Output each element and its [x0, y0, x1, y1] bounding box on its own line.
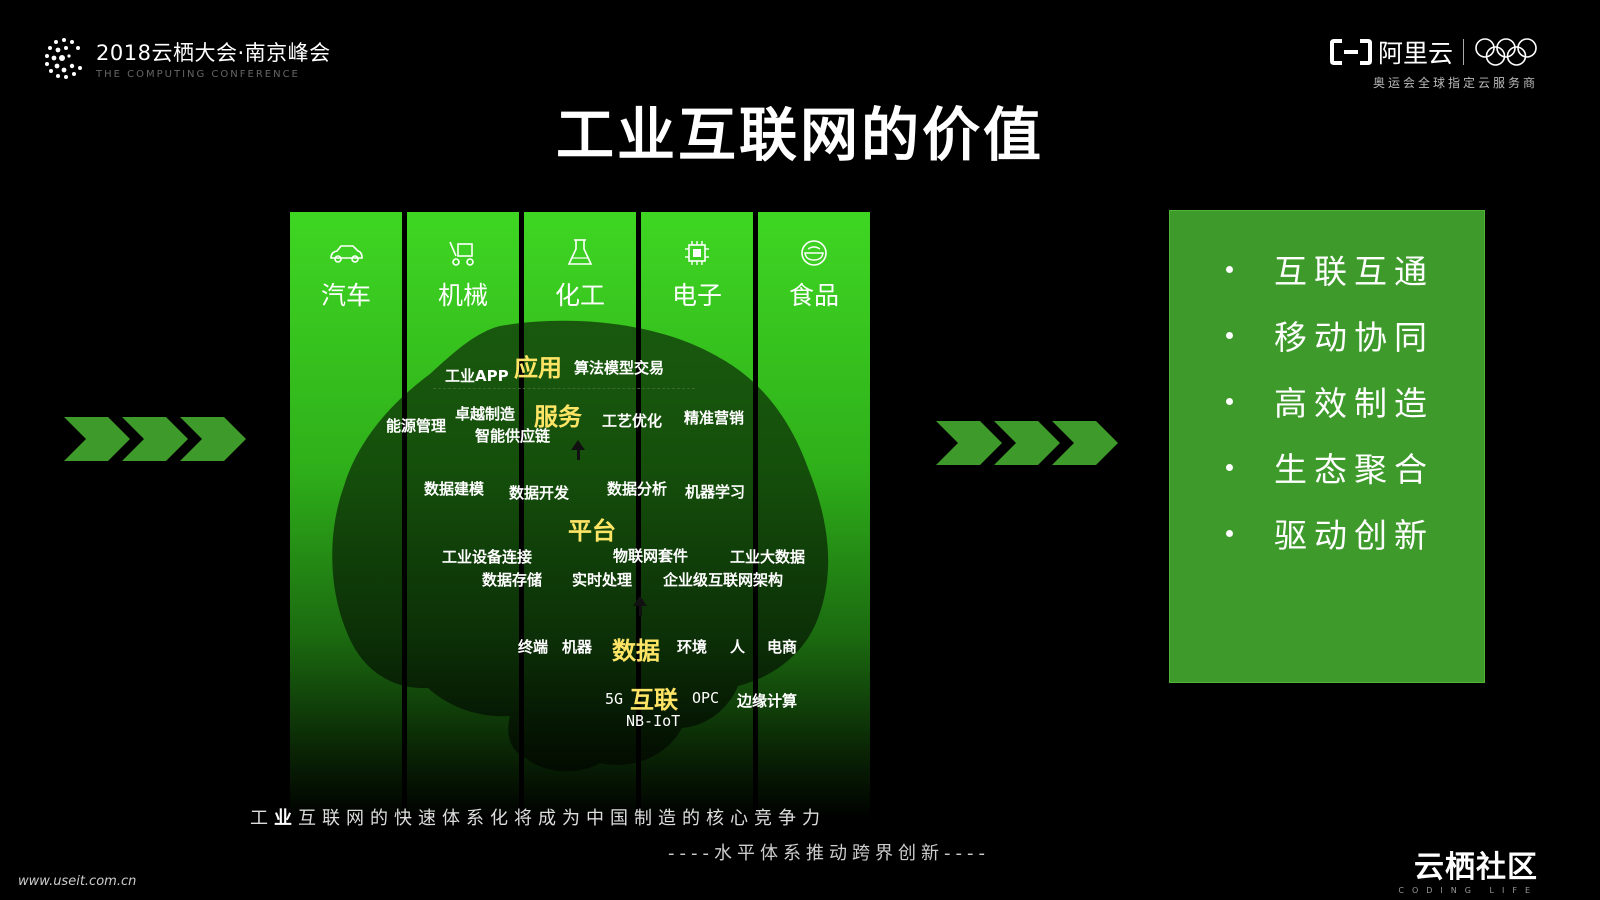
platform-item: 工业大数据: [730, 548, 806, 566]
benefit-item: 互联互通: [1170, 249, 1484, 291]
industry-label: 机械: [437, 281, 488, 310]
industry-label: 化工: [554, 281, 605, 310]
output-chevrons-icon: [936, 421, 1118, 465]
sponsor-name: 阿里云: [1377, 39, 1453, 68]
platform-item: 物联网套件: [613, 547, 689, 565]
community-name: 云栖社区: [1414, 850, 1538, 885]
data-item: 电商: [767, 638, 798, 656]
page-title: 工业互联网的价值: [555, 101, 1044, 169]
bullet-icon: [1226, 397, 1233, 405]
benefit-text: 高效制造: [1274, 384, 1434, 423]
platform-item: 企业级互联网架构: [663, 571, 784, 589]
conference-brand: 2018云栖大会·南京峰会 THE COMPUTING CONFERENCE: [42, 36, 331, 80]
service-up-arrow-icon: [571, 440, 585, 460]
brain-silhouette: [332, 320, 829, 772]
aliyun-logo-icon: [1329, 39, 1372, 65]
benefit-item: 移动协同: [1170, 315, 1484, 357]
layer-title-connectivity: 互联: [630, 686, 678, 714]
benefit-text: 移动协同: [1274, 318, 1434, 357]
bullet-icon: [1226, 463, 1233, 471]
flask-icon: [567, 239, 593, 265]
service-item: 能源管理: [386, 417, 447, 435]
application-divider: [433, 388, 695, 389]
data-item: 机器: [562, 638, 593, 656]
footer-statement: 工业互联网的快速体系化将成为中国制造的核心竞争力: [250, 804, 826, 830]
footer-statement-post: 互联网的快速体系化将成为中国制造的核心竞争力: [298, 808, 826, 829]
community-brand: 云栖社区 CODING LIFE: [1398, 842, 1538, 895]
footer-tagline: ----水平体系推动跨界创新----: [668, 843, 990, 864]
layer-title-service: 服务: [534, 403, 582, 431]
benefit-item: 高效制造: [1170, 381, 1484, 423]
service-item: 卓越制造: [455, 405, 516, 423]
app-item: 算法模型交易: [574, 359, 665, 377]
connectivity-item: 5G: [605, 690, 624, 708]
benefit-item: 生态聚合: [1170, 447, 1484, 489]
platform-item: 数据建模: [424, 480, 485, 498]
data-up-arrow-icon: [633, 596, 647, 616]
bullet-icon: [1226, 265, 1233, 273]
app-item: 工业APP: [445, 367, 509, 385]
connectivity-item: 边缘计算: [737, 692, 798, 710]
service-item: 精准营销: [684, 409, 745, 427]
layer-title-platform: 平台: [568, 517, 616, 545]
sponsor-divider: [1463, 39, 1464, 65]
benefit-text: 互联互通: [1274, 252, 1434, 291]
platform-item: 数据存储: [482, 571, 543, 589]
data-item: 环境: [677, 638, 708, 656]
service-item: 工艺优化: [602, 412, 663, 430]
data-item: 终端: [518, 638, 549, 656]
industry-label: 电子: [671, 281, 722, 310]
olympic-rings-icon: [1475, 38, 1537, 66]
conference-title: 2018云栖大会·南京峰会: [96, 40, 331, 65]
footer-statement-pre: 工: [250, 808, 274, 829]
benefit-text: 生态聚合: [1274, 450, 1434, 489]
benefit-text: 驱动创新: [1274, 516, 1434, 555]
watermark: www.useit.com.cn: [18, 874, 137, 889]
machinery-icon: [449, 241, 474, 266]
industry-label: 汽车: [320, 281, 371, 310]
platform-item: 实时处理: [572, 571, 633, 589]
service-item: 智能供应链: [475, 427, 551, 445]
community-sub: CODING LIFE: [1398, 886, 1538, 895]
layer-title-data: 数据: [612, 637, 660, 665]
industry-label: 食品: [788, 281, 839, 310]
input-chevrons-icon: [64, 417, 246, 461]
car-icon: [330, 245, 363, 263]
benefits-panel: 互联互通 移动协同 高效制造 生态聚合 驱动创新: [1169, 210, 1485, 683]
data-item: 人: [730, 638, 746, 656]
chip-icon: [685, 241, 709, 265]
sponsor-brand: 阿里云 奥运会全球指定云服务商: [1329, 34, 1538, 91]
conference-logo-icon: [45, 38, 82, 79]
bullet-icon: [1226, 529, 1233, 537]
footer-statement-emph: 业: [274, 808, 298, 829]
platform-item: 工业设备连接: [442, 548, 533, 566]
bullet-icon: [1226, 331, 1233, 339]
food-bowl-icon: [801, 240, 827, 266]
platform-item: 机器学习: [685, 483, 746, 501]
sponsor-tagline: 奥运会全球指定云服务商: [1372, 76, 1538, 90]
platform-item: 数据分析: [607, 480, 668, 498]
conference-subtitle: THE COMPUTING CONFERENCE: [96, 68, 300, 80]
benefit-item: 驱动创新: [1170, 513, 1484, 555]
connectivity-item: OPC: [692, 689, 720, 707]
connectivity-item: NB-IoT: [626, 712, 681, 730]
platform-item: 数据开发: [509, 484, 570, 502]
layer-title-application: 应用: [514, 354, 562, 382]
